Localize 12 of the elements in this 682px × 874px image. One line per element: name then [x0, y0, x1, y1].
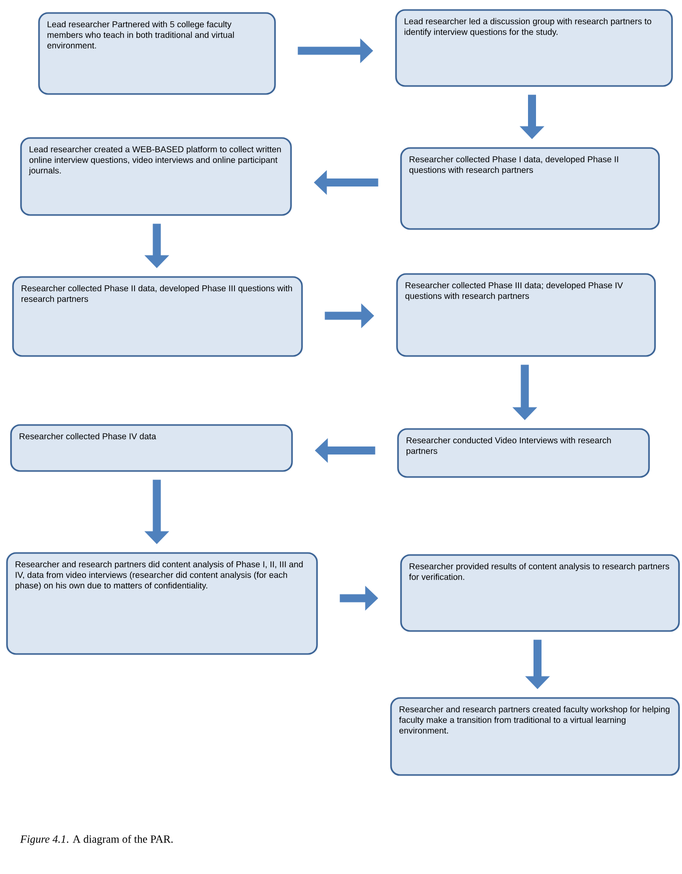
process-box: Researcher and research partners did content analysis of Phase I, II, III and IV, data from video interviews (researcher did content analysis (for each phase) on his own due to matters of confidentiality.	[6, 552, 318, 655]
process-box: Researcher collected Phase IV data	[10, 424, 293, 472]
process-box: Lead researcher created a WEB-BASED platform to collect written online interview questions, video interviews and online participant journals.	[20, 137, 292, 216]
figure-caption: Figure 4.1. A diagram of the PAR.	[20, 834, 173, 846]
process-box: Lead researcher Partnered with 5 college faculty members who teach in both traditional and virtual environment.	[38, 12, 276, 95]
process-box: Researcher collected Phase I data, developed Phase II questions with research partners	[400, 147, 660, 230]
process-box: Researcher collected Phase II data, developed Phase III questions with research partners	[12, 276, 303, 357]
process-box: Researcher and research partners created faculty workshop for helping faculty make a transition from traditional to a virtual learning environment.	[390, 697, 680, 776]
process-box: Researcher collected Phase III data; developed Phase IV questions with research partners	[396, 273, 656, 357]
process-box: Lead researcher led a discussion group with research partners to identify interview questions for the study.	[395, 9, 673, 87]
process-box: Researcher conducted Video Interviews with research partners	[397, 428, 650, 478]
process-box: Researcher provided results of content analysis to research partners for verification.	[400, 554, 680, 632]
